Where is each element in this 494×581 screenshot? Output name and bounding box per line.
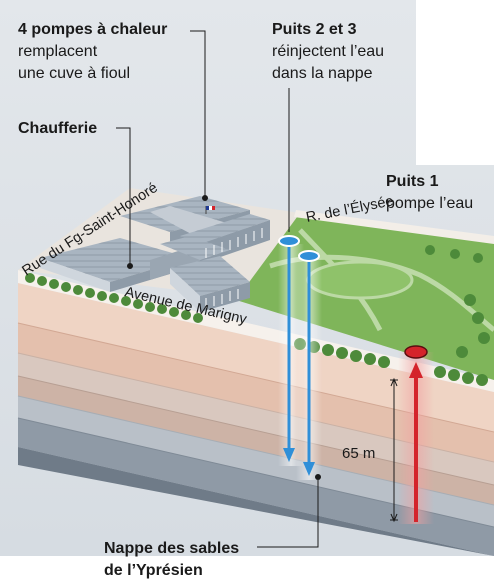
puits23-title: Puits 2 et 3	[272, 21, 357, 38]
well-2-marker	[278, 235, 300, 247]
pompes-line3: une cuve à fioul	[18, 65, 130, 82]
well-2-3-shaft	[278, 244, 322, 480]
puits23-line2: réinjectent l’eau	[272, 43, 384, 60]
well-3-marker	[298, 250, 320, 262]
elysee-palace-buildings	[40, 196, 270, 312]
puits1-title: Puits 1	[386, 173, 439, 190]
puits1-line2: pompe l’eau	[386, 195, 473, 212]
pompes-line2: remplacent	[18, 43, 98, 60]
nappe-marker-dot	[315, 474, 321, 480]
well-1-marker	[404, 345, 428, 359]
depth-label: 65 m	[342, 445, 375, 462]
puits23-line3: dans la nappe	[272, 65, 373, 82]
callout-pompes: 4 pompes à chaleur remplacent une cuve à…	[18, 21, 167, 82]
chaufferie-label: Chaufferie	[18, 120, 97, 137]
leader-lines	[116, 30, 319, 548]
reinjection-arrows	[283, 246, 315, 476]
callout-nappe: Nappe des sables de l’Yprésien	[104, 540, 239, 579]
depth-dimension	[390, 377, 398, 523]
pompes-title: 4 pompes à chaleur	[18, 21, 167, 38]
callout-puits-2-3: Puits 2 et 3 réinjectent l’eau dans la n…	[272, 21, 384, 82]
tree-rows	[25, 245, 490, 386]
pumping-arrow	[409, 362, 423, 522]
nappe-line2: de l’Yprésien	[104, 562, 203, 579]
nappe-line1: Nappe des sables	[104, 540, 239, 557]
callout-puits-1: Puits 1 pompe l’eau	[386, 173, 473, 212]
